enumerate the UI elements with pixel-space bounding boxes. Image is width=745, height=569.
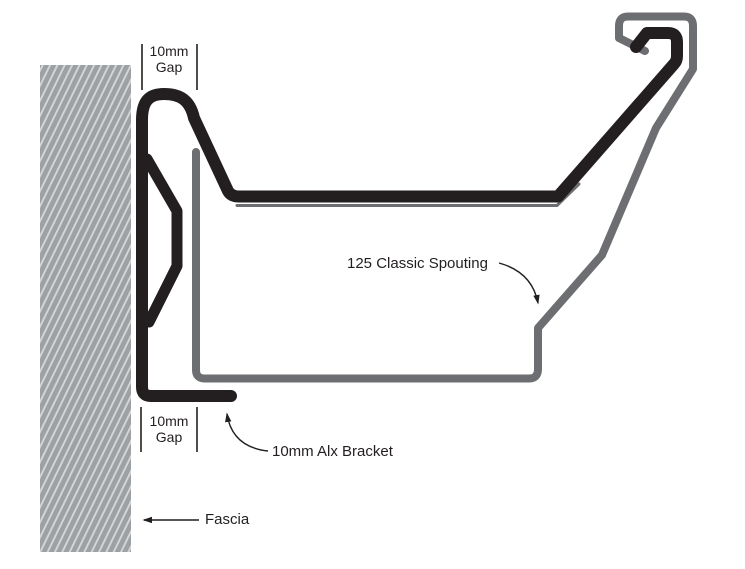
bracket-label: 10mm Alx Bracket	[272, 443, 393, 460]
bracket-strap-shadow-line	[235, 182, 581, 207]
fascia-label: Fascia	[205, 511, 250, 528]
spouting-profile-outline	[192, 12, 697, 383]
spouting-leader-arrow	[498, 262, 540, 305]
top-gap-label: 10mm Gap	[138, 43, 200, 75]
bottom-gap-label-line1: 10mm	[149, 413, 189, 429]
bracket-leader-arrow	[225, 412, 269, 452]
top-gap-label-line2: Gap	[155, 59, 183, 75]
spouting-label: 125 Classic Spouting	[347, 255, 488, 272]
bracket-profile-outline	[136, 27, 683, 402]
bracket-spring-clip	[141, 153, 183, 328]
fascia-board	[40, 65, 131, 552]
bottom-gap-label: 10mm Gap	[138, 413, 200, 445]
bottom-gap-label-line2: Gap	[155, 429, 183, 445]
top-gap-label-line1: 10mm	[149, 43, 189, 59]
